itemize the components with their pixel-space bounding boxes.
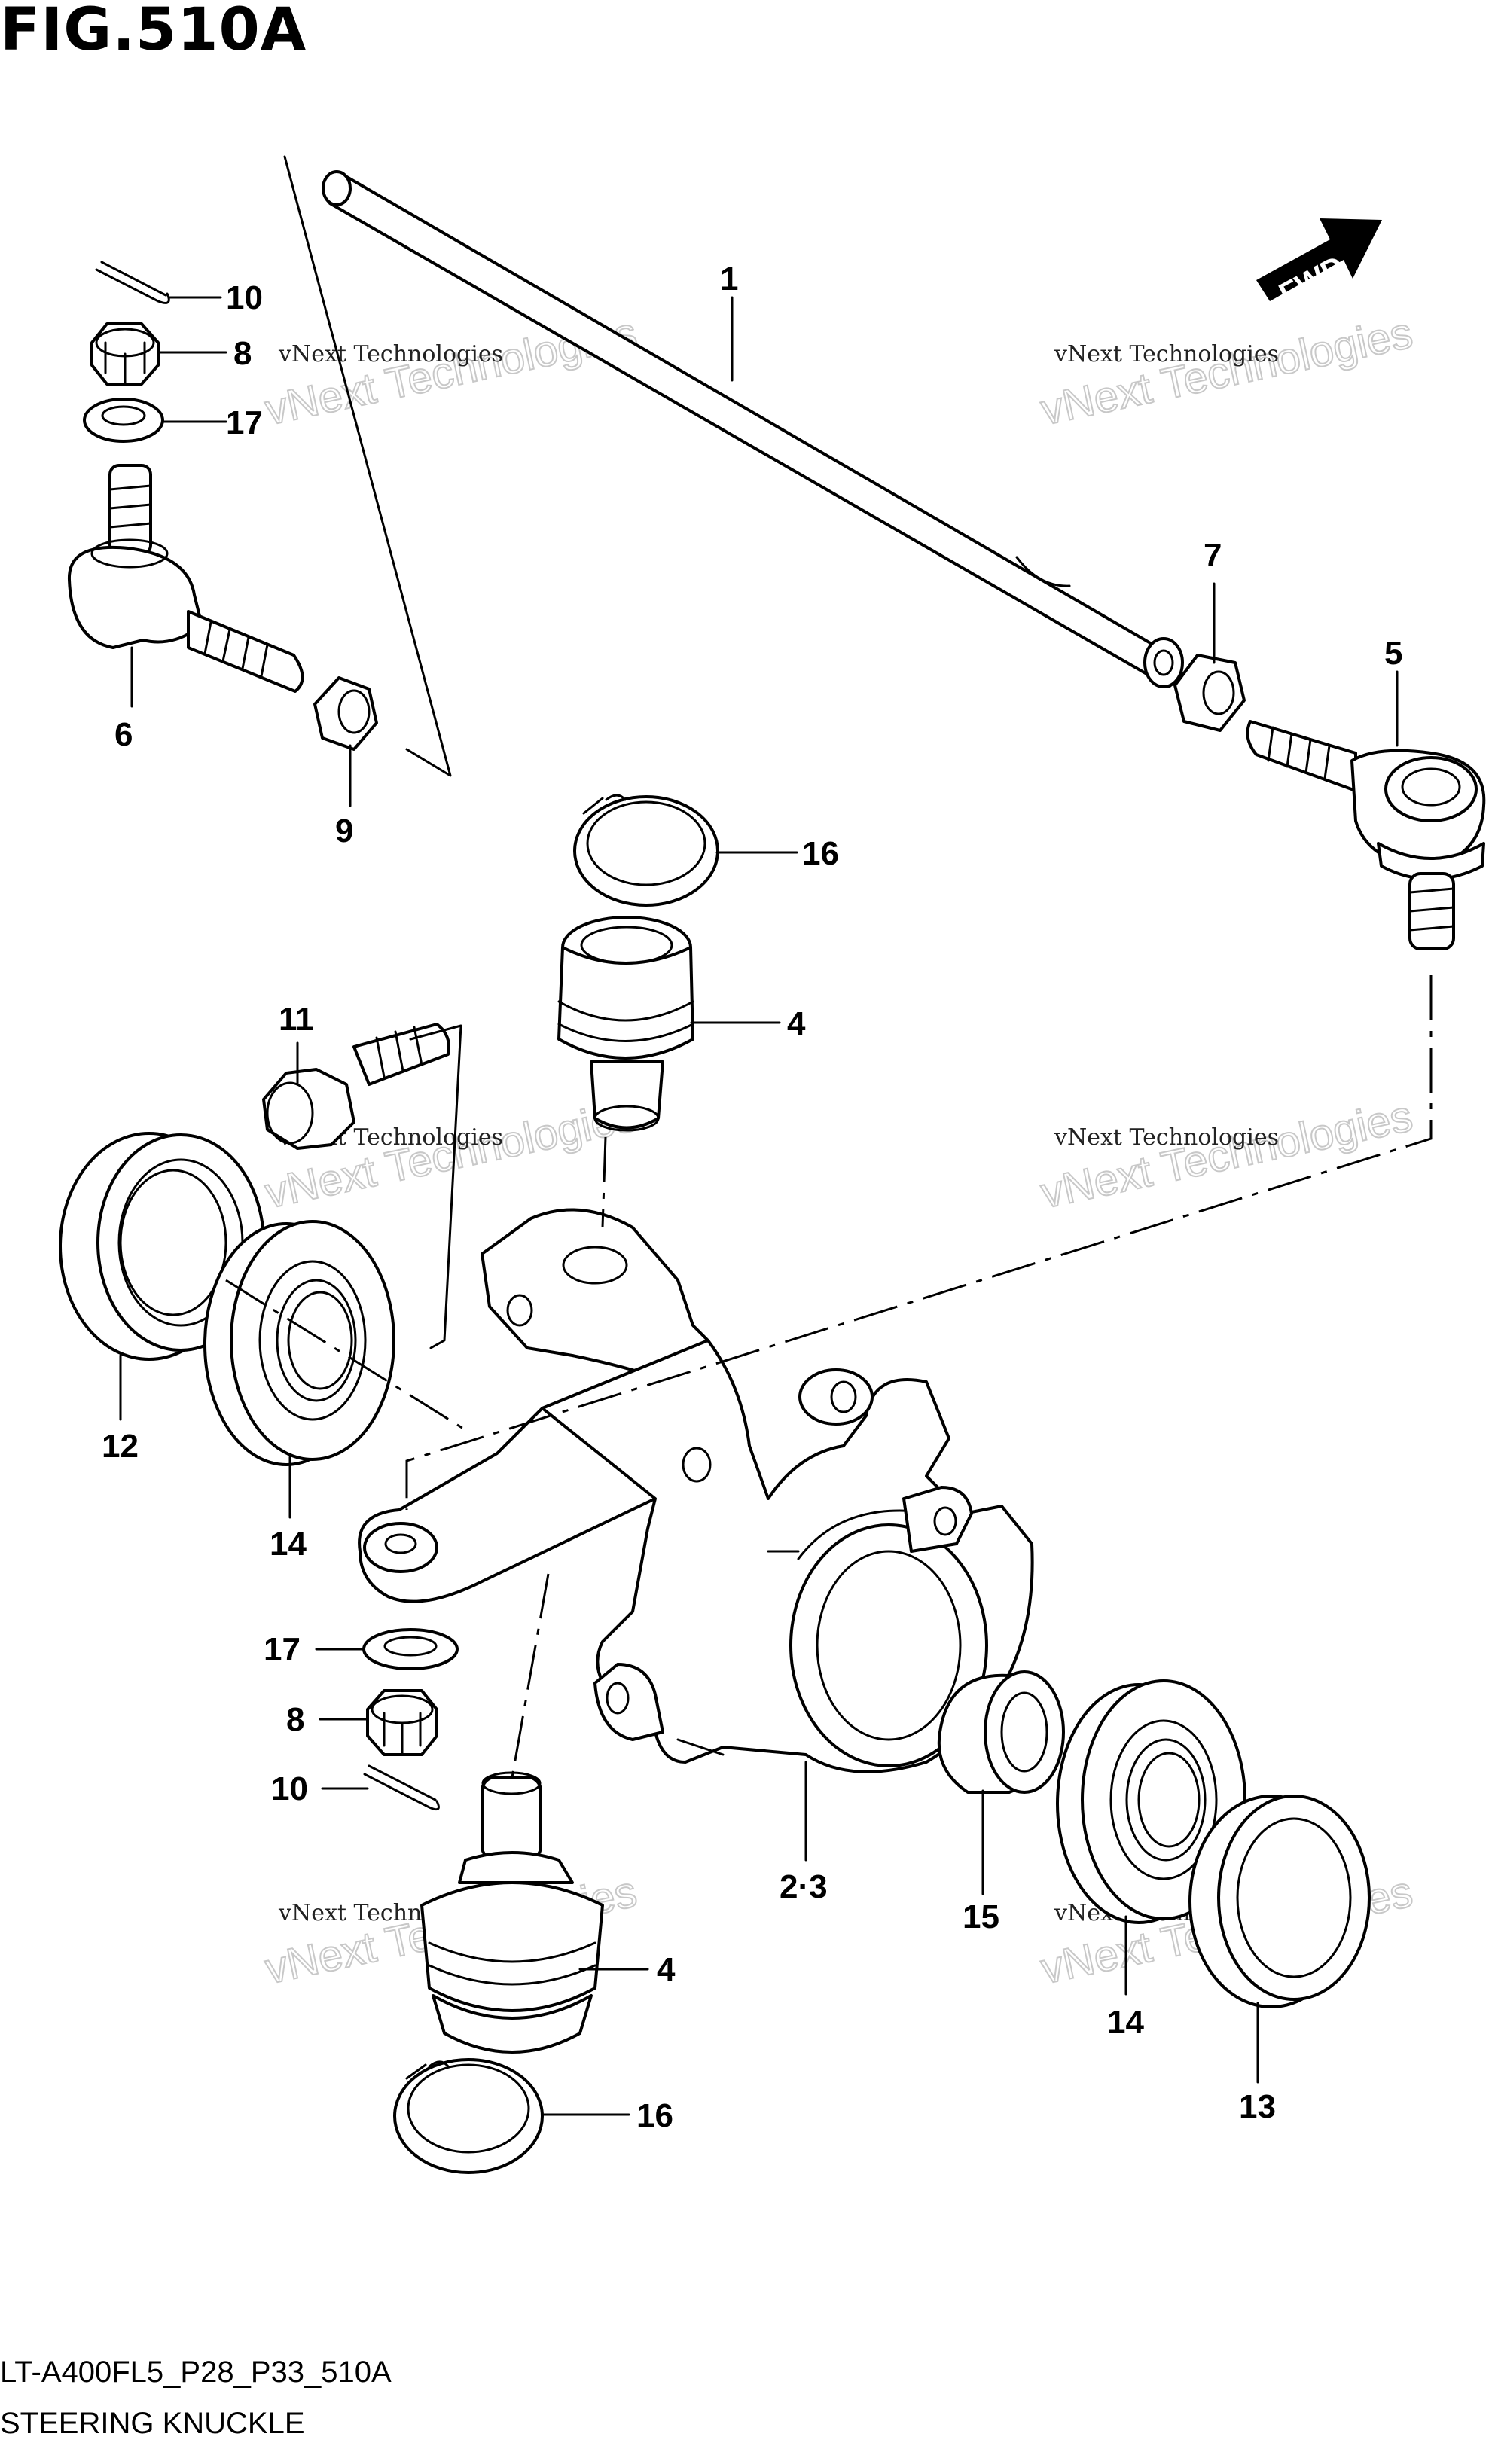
center-lines (225, 975, 1433, 1778)
callout-labels: 1 5 7 10 8 17 6 9 16 4 11 12 14 17 8 10 … (102, 261, 1402, 2134)
watermark-text: vNext Technologies (1054, 1124, 1279, 1151)
circlip-bottom (393, 2058, 544, 2174)
callout-7: 7 (1204, 537, 1222, 574)
leader-lines (119, 296, 1399, 2116)
circlip-top (573, 794, 719, 907)
callout-10-bottom: 10 (271, 1770, 308, 1807)
steering-knuckle (358, 1208, 1034, 1773)
watermark-text: vNext Technologies (1036, 1091, 1416, 1218)
callout-5: 5 (1384, 635, 1402, 672)
callout-2-3: 2·3 (780, 1868, 828, 1905)
callout-13: 13 (1239, 2088, 1276, 2125)
callout-1: 1 (720, 261, 738, 297)
spacer-collar (937, 1670, 1065, 1794)
callout-14-right: 14 (1107, 2004, 1144, 2041)
callout-15: 15 (963, 1898, 999, 1935)
castle-nut-bottom (366, 1689, 438, 1756)
callout-10-top: 10 (226, 279, 263, 316)
callout-4-top: 4 (787, 1005, 806, 1042)
washer-top (83, 398, 164, 443)
bearing-left (203, 1220, 395, 1466)
callout-16-top: 16 (802, 835, 839, 872)
castle-nut-top (90, 322, 160, 386)
callout-16-bottom: 16 (636, 2097, 673, 2134)
callout-12: 12 (102, 1428, 139, 1465)
tie-rod (322, 170, 1184, 688)
tie-rod-end-right (1246, 720, 1486, 950)
diagram-code: LT-A400FL5_P28_P33_510A (0, 2356, 392, 2389)
watermark-text: vNext Technologies (1036, 308, 1416, 435)
callout-9: 9 (335, 813, 353, 849)
callout-4-bottom: 4 (657, 1951, 676, 1988)
cotter-pin-bottom (363, 1764, 440, 1811)
tie-rod-end-left (67, 464, 304, 693)
callout-8-bottom: 8 (286, 1701, 304, 1738)
callout-8-top: 8 (233, 335, 252, 372)
callout-14-left: 14 (270, 1526, 307, 1563)
callout-11: 11 (279, 1001, 314, 1038)
cotter-pin-top (95, 261, 170, 304)
assembly-bracket-line (283, 155, 452, 777)
ball-joint-top (557, 916, 694, 1132)
callout-17-bottom: 17 (264, 1631, 301, 1668)
watermark-text: vNext Technologies (1054, 341, 1279, 367)
watermark-text: vNext Technologies (278, 341, 503, 367)
ball-joint-bottom (420, 1771, 604, 2054)
diagram-caption: STEERING KNUCKLE (0, 2407, 305, 2440)
lock-nut-right (1173, 654, 1246, 732)
callout-17-top: 17 (226, 404, 263, 441)
washer-bottom (362, 1628, 459, 1670)
lock-nut-left (313, 676, 378, 751)
oil-seal-right (1188, 1795, 1371, 2008)
flange-bolt (262, 1023, 450, 1150)
callout-6: 6 (114, 716, 133, 753)
figure-title: FIG.510A (0, 0, 307, 64)
assembly-bracket-line (409, 1024, 462, 1349)
fwd-arrow-icon: FWD (1256, 218, 1382, 311)
